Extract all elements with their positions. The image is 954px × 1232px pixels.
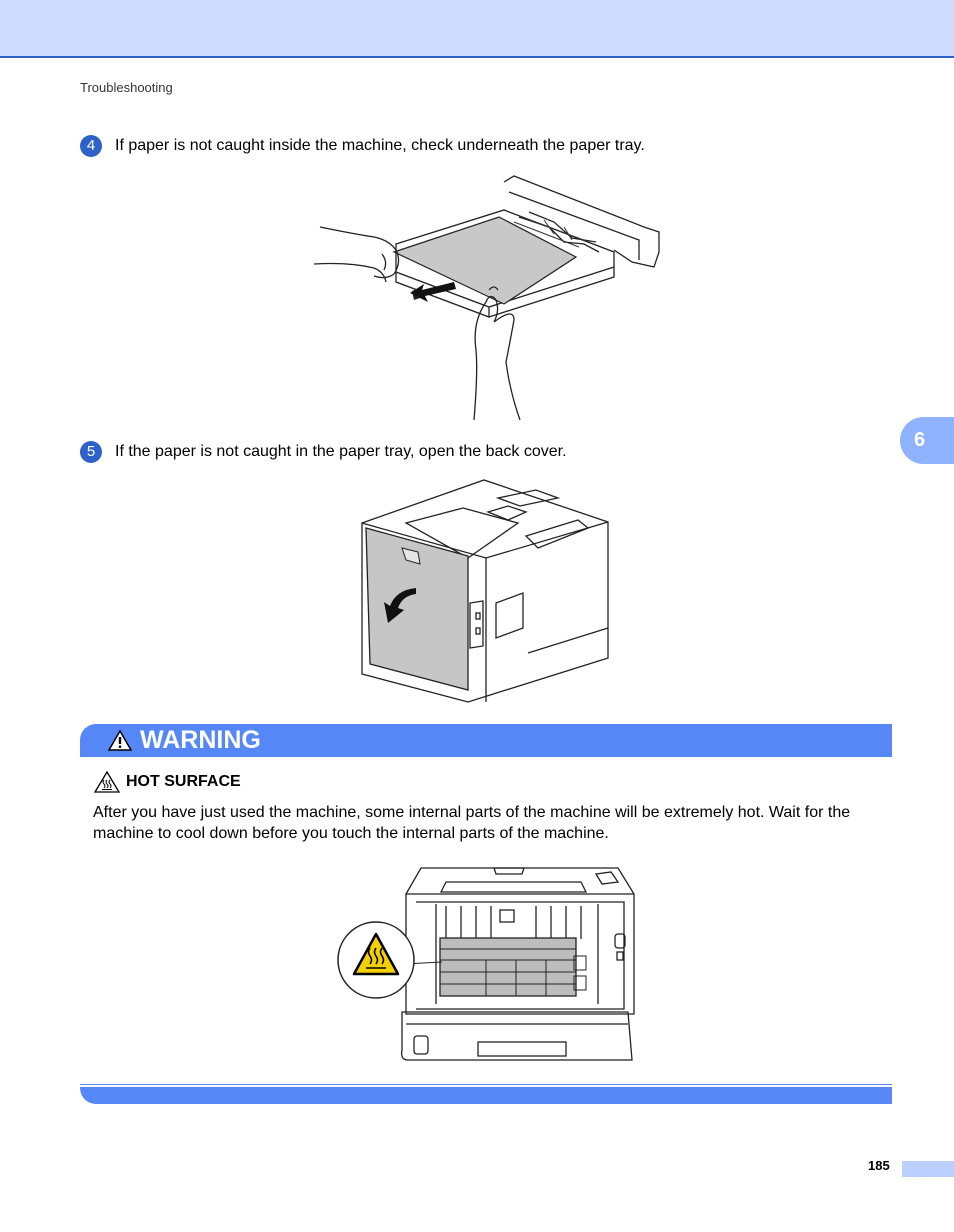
header-band: [0, 0, 954, 58]
warning-body: After you have just used the machine, so…: [93, 804, 851, 842]
step-text-5: If the paper is not caught in the paper …: [115, 443, 567, 460]
warning-triangle-icon: [108, 730, 132, 751]
step-text-4: If paper is not caught inside the machin…: [115, 137, 645, 154]
hot-fuser-illustration: [337, 867, 635, 1061]
chapter-tab[interactable]: 6: [900, 417, 954, 464]
hot-surface-label: HOT SURFACE: [126, 773, 241, 790]
page-number-tab: [902, 1161, 954, 1177]
warning-end-bar: [80, 1084, 892, 1104]
hot-surface-icon: [93, 770, 121, 793]
warning-title: WARNING: [140, 726, 261, 754]
step-number-4: 4: [80, 135, 102, 157]
page-number: 185: [868, 1158, 890, 1173]
paper-tray-illustration: [314, 175, 660, 420]
step-number-5: 5: [80, 441, 102, 463]
back-cover-illustration: [361, 479, 609, 703]
warning-banner: WARNING: [80, 724, 892, 757]
hot-surface-heading: HOT SURFACE: [93, 770, 241, 798]
section-title: Troubleshooting: [80, 80, 173, 95]
